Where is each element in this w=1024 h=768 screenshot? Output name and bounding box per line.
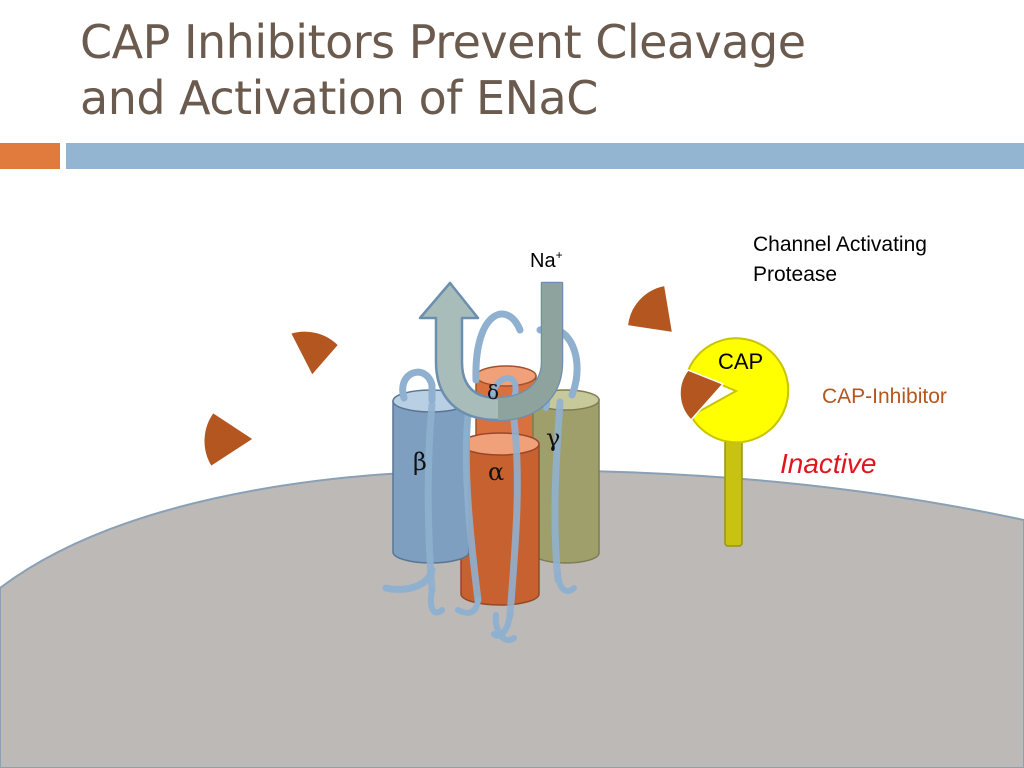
delta-symbol: δ	[487, 380, 500, 404]
enac-channel	[382, 281, 600, 643]
cap-protease-head	[686, 337, 790, 444]
free-inhibitor-wedge-3	[625, 283, 675, 335]
cap-label: CAP	[718, 349, 764, 374]
extracellular-loop	[489, 375, 519, 401]
gamma-subunit	[532, 399, 600, 564]
sodium-symbol: Na	[530, 250, 556, 272]
intracellular-tail	[555, 572, 577, 595]
extracellular-loop	[472, 310, 524, 384]
intracellular-tail	[382, 566, 436, 593]
transmembrane-strand	[506, 401, 521, 619]
header-accent-blue-bar	[66, 143, 1024, 169]
sodium-ion-label: Na+	[530, 248, 563, 273]
beta-symbol: β	[413, 448, 427, 476]
cap-stalk	[724, 429, 743, 547]
transmembrane-strand	[462, 396, 482, 604]
slide-title: CAP Inhibitors Prevent Cleavage and Acti…	[80, 14, 980, 126]
protease-label-line-2: Protease	[753, 263, 838, 286]
intracellular-tail	[491, 612, 513, 639]
free-inhibitor-wedge-2	[288, 329, 341, 378]
inactive-label: Inactive	[780, 448, 877, 479]
transmembrane-strand	[551, 398, 564, 584]
cap-inhibitor-label: CAP-Inhibitor	[822, 385, 947, 408]
protease-label-line-1: Channel Activating	[753, 233, 927, 256]
sodium-charge: +	[555, 248, 563, 262]
bound-inhibitor-wedge	[679, 369, 725, 422]
title-line-1: CAP Inhibitors Prevent Cleavage	[80, 15, 806, 69]
gamma-symbol: γ	[546, 424, 561, 452]
intracellular-tail	[455, 597, 481, 616]
extracellular-loop	[399, 368, 436, 404]
intracellular-tail	[428, 587, 445, 616]
free-inhibitor-wedge-1	[202, 410, 256, 469]
alpha-symbol: α	[488, 458, 505, 486]
title-line-2: and Activation of ENaC	[80, 71, 598, 125]
transmembrane-strand	[424, 401, 436, 594]
header-accent-orange-bar	[0, 143, 60, 169]
intracellular-tail	[492, 612, 517, 643]
protease-label: Channel Activating Protease	[753, 230, 927, 290]
